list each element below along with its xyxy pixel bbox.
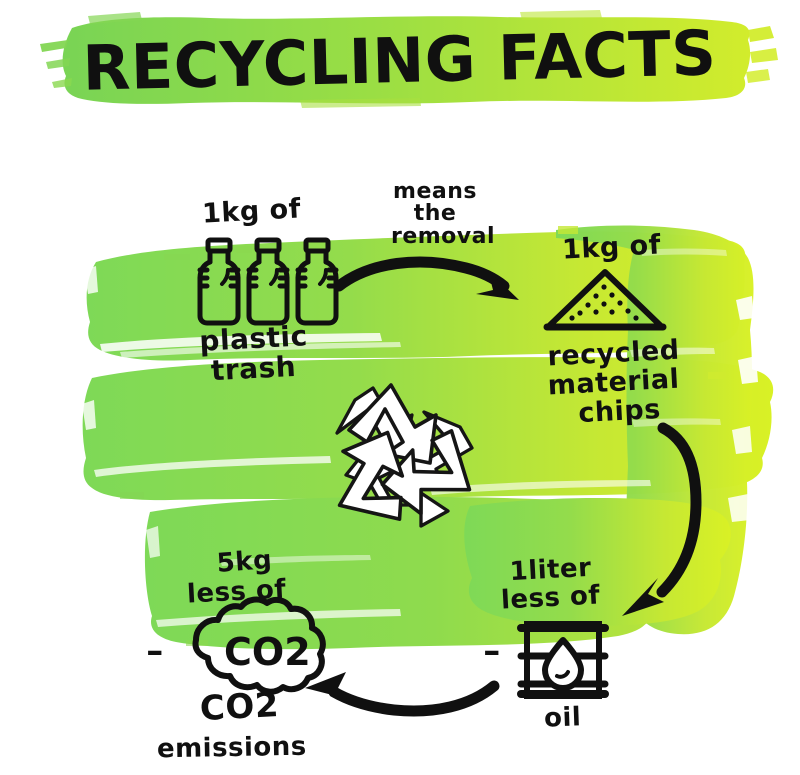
arrow-right [622,422,702,616]
arrow-top-head [476,270,519,300]
co2-cloud-label: CO2 [224,630,311,674]
oil-caption-line1: oil [544,702,582,733]
oil-amount-line2: less of [500,580,601,615]
co2-caption-line1: CO2 [199,685,280,729]
step-oil-saved: 1liter less of – oil [483,553,609,734]
step-recycled-chips: 1kg of recycled material chips [543,229,681,429]
arrow-right-shaft [656,422,702,598]
arrow-right-head [622,578,664,616]
co2-cloud-outline [192,596,326,695]
plastic-trash-amount: 1kg of [201,193,301,229]
arrow-top: means the removal [333,179,519,300]
oil-barrel-icon [517,621,609,699]
banner-brush-shape [62,16,751,104]
recycled-chips-caption-line1: recycled [547,335,681,373]
title-banner [40,10,778,108]
plastic-trash-caption-line2: trash [210,350,297,387]
oil-minus-sign: – [483,631,501,671]
oil-droplet-icon [542,637,584,691]
arrow-top-label-line2: the [414,201,457,226]
material-pile-icon [543,269,667,331]
arrow-bottom [305,672,500,717]
plastic-bottles-icon [197,237,339,326]
arrow-top-label-line3: removal [391,224,495,249]
arrow-top-label-line1: means [393,179,477,204]
co2-caption-line2: emissions [157,732,307,765]
plastic-trash-caption-line1: plastic [199,319,309,358]
arrow-bottom-head [305,672,352,700]
page-title: RECYCLING FACTS [82,16,717,104]
arrow-bottom-shaft [328,680,500,717]
oil-amount-line1: 1liter [509,553,592,587]
recycled-chips-caption-line2: material [547,364,680,402]
co2-minus-sign: – [146,631,164,671]
recycled-chips-amount: 1kg of [561,229,661,265]
step-co2-saved: 5kg less of – CO2 CO2 emissions [146,545,326,765]
co2-amount-line1: 5kg [216,545,273,579]
step-plastic-trash: 1kg of [197,193,339,387]
recycled-chips-caption-line3: chips [578,394,662,429]
recycling-symbol [335,383,474,528]
page-title-text: RECYCLING FACTS [82,16,717,104]
co2-cloud-icon: CO2 [192,596,326,695]
